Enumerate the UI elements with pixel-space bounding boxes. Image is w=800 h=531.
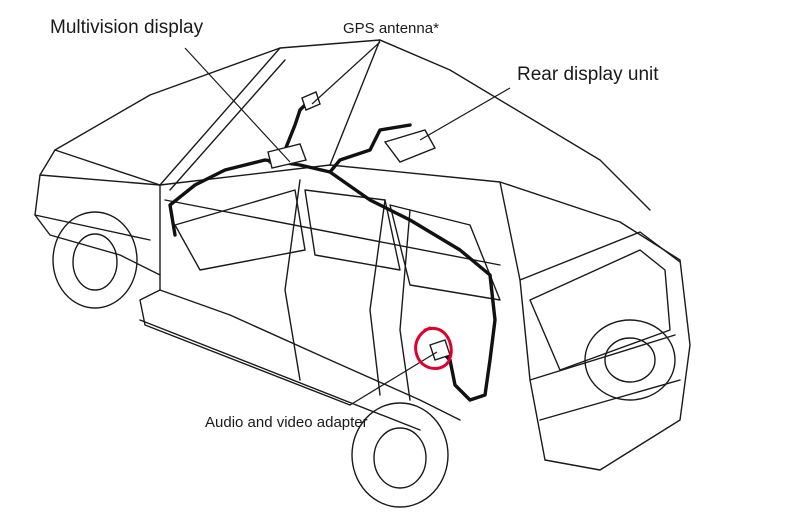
rear-display-unit-box [383,129,436,163]
vehicle-outline [34,39,691,508]
label-gps-antenna: GPS antenna* [343,20,439,37]
label-audio-video-adapter: Audio and video adapter [205,414,368,431]
label-rear-display-unit: Rear display unit [517,64,659,85]
adapter-highlight-circle [414,326,453,370]
multivision-display-box [267,143,307,169]
gps-antenna-box [301,91,321,111]
leader-lines [184,41,511,406]
label-multivision-display: Multivision display [50,17,204,38]
